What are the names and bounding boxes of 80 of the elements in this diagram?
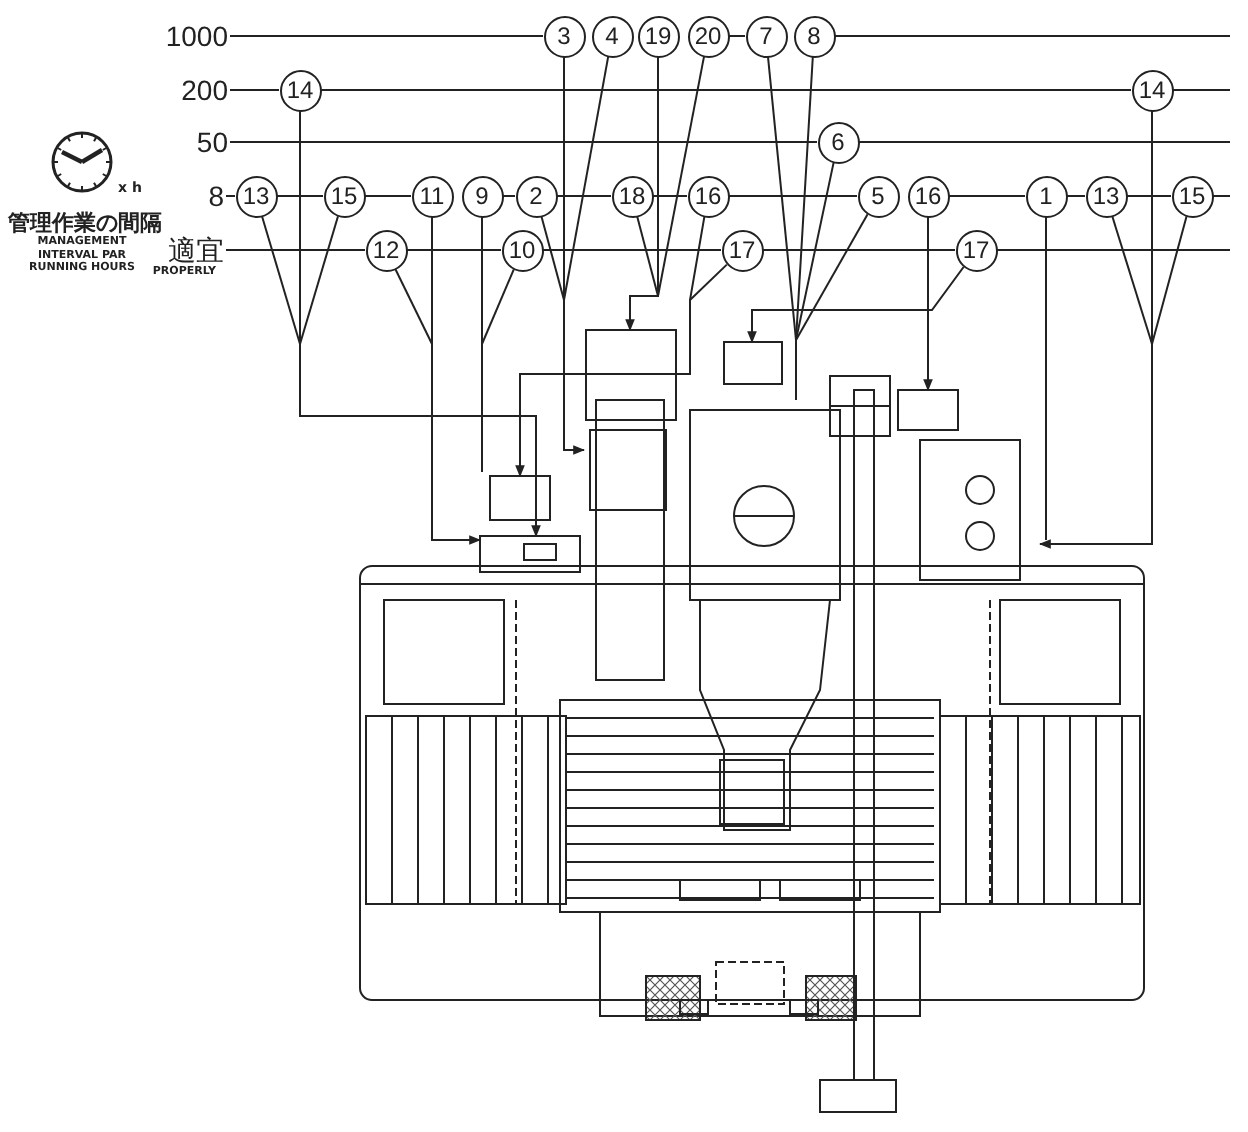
callout-circle: 14 [1131, 69, 1173, 111]
leader-line [563, 56, 586, 455]
leader-line [795, 213, 869, 341]
leader-line [563, 55, 610, 301]
interval-line [229, 141, 818, 143]
callout-circle: 17 [955, 229, 997, 271]
interval-line [1066, 195, 1086, 197]
interval-line [762, 249, 956, 251]
callout-circle: 5 [857, 175, 899, 217]
callout-circle: 13 [1085, 175, 1127, 217]
interval-line [652, 195, 688, 197]
interval-label: 50 [196, 126, 228, 158]
callout-circle: 6 [817, 121, 859, 163]
callout-circle: 15 [1171, 175, 1213, 217]
interval-line [728, 35, 746, 37]
leader-line [394, 267, 433, 345]
leader-line [540, 215, 565, 301]
interval-line [542, 249, 722, 251]
leader-line [795, 161, 835, 341]
callout-circle: 16 [907, 175, 949, 217]
interval-line [858, 141, 1231, 143]
interval-line [276, 195, 324, 197]
leader-line [923, 216, 933, 392]
interval-label: 適宜 [168, 234, 224, 266]
interval-line [996, 249, 1231, 251]
leader-line [657, 55, 705, 297]
leader-line [299, 110, 541, 538]
leader-line [515, 215, 706, 478]
interval-line [364, 195, 412, 197]
leader-line [795, 56, 814, 401]
interval-label: 8 [208, 180, 224, 212]
leader-line [1151, 215, 1188, 345]
interval-line [225, 249, 366, 251]
callout-circle: 3 [543, 15, 585, 57]
leader-line [261, 215, 301, 345]
heading-text: 管理作業の間隔 [8, 208, 162, 236]
leader-line [767, 55, 797, 341]
callout-circle: 9 [461, 175, 503, 217]
callout-circle: 17 [721, 229, 763, 271]
leader-line [636, 215, 659, 297]
callout-circle: 4 [591, 15, 633, 57]
callout-circle: 1 [1025, 175, 1067, 217]
callout-circle: 14 [279, 69, 321, 111]
callout-circle: 19 [637, 15, 679, 57]
interval-line [948, 195, 1026, 197]
leader-line [431, 216, 482, 545]
callout-circle: 10 [501, 229, 543, 271]
callout-circle: 7 [745, 15, 787, 57]
leader-line [1045, 216, 1047, 541]
interval-line [1126, 195, 1172, 197]
leader-line [747, 266, 965, 344]
callout-circle: 11 [411, 175, 453, 217]
leader-line [1038, 110, 1153, 549]
interval-line [406, 249, 502, 251]
callout-circle: 13 [235, 175, 277, 217]
callout-circle: 8 [793, 15, 835, 57]
interval-line [502, 195, 516, 197]
interval-line [1172, 89, 1231, 91]
callout-circle: 2 [515, 175, 557, 217]
callout-circle: 16 [687, 175, 729, 217]
callout-circle: 12 [365, 229, 407, 271]
callout-circle: 20 [687, 15, 729, 57]
interval-line [225, 195, 236, 197]
leader-line [481, 268, 515, 345]
interval-line [556, 195, 612, 197]
interval-line [320, 89, 1132, 91]
interval-line [834, 35, 1231, 37]
interval-line [229, 35, 544, 37]
interval-line [229, 89, 280, 91]
leader-line [1111, 215, 1153, 345]
leader-line [689, 263, 728, 301]
callout-circle: 15 [323, 175, 365, 217]
callout-circle: 18 [611, 175, 653, 217]
interval-line [1212, 195, 1231, 197]
leader-line [625, 56, 659, 332]
interval-label: 1000 [165, 20, 228, 52]
leader-line [481, 216, 483, 473]
interval-line [728, 195, 858, 197]
interval-label: 200 [181, 74, 228, 106]
leader-line [299, 215, 339, 345]
